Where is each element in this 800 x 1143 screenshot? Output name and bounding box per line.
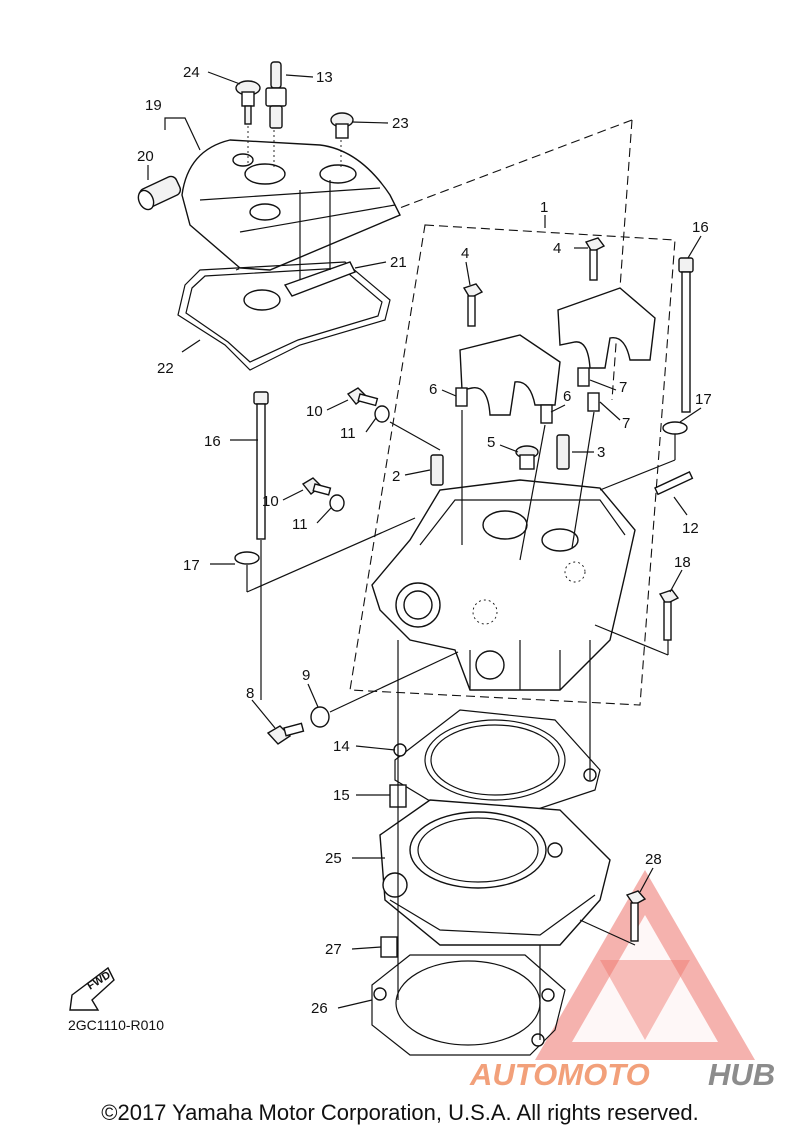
callout-10b: 10 bbox=[262, 493, 279, 510]
cover-plate bbox=[283, 261, 356, 297]
drawing-code: 2GC1110-R010 bbox=[68, 1017, 164, 1033]
callout-12: 12 bbox=[682, 520, 699, 537]
callout-17a: 17 bbox=[183, 557, 200, 574]
bolt-8 bbox=[266, 722, 305, 745]
callout-19: 19 bbox=[145, 97, 162, 114]
callout-11a: 11 bbox=[340, 425, 356, 442]
callout-26: 26 bbox=[311, 1000, 328, 1017]
cylinder-head-cover bbox=[181, 139, 401, 271]
callout-21: 21 bbox=[390, 254, 407, 271]
cap-plug-23 bbox=[330, 112, 354, 139]
callout-10a: 10 bbox=[306, 403, 323, 420]
callout-17b: 17 bbox=[695, 391, 712, 408]
spark-plug bbox=[265, 61, 287, 129]
callout-23: 23 bbox=[392, 115, 409, 132]
callout-7a: 7 bbox=[619, 379, 627, 396]
dowel-pin bbox=[577, 367, 590, 387]
callout-27: 27 bbox=[325, 941, 342, 958]
callout-2: 2 bbox=[392, 468, 400, 485]
breather-fitting bbox=[137, 175, 182, 211]
camshaft-cap-left bbox=[459, 334, 561, 416]
cap-bolt bbox=[584, 237, 606, 281]
bolt-18 bbox=[658, 589, 680, 641]
valve-guide-2 bbox=[430, 454, 444, 486]
dowel-pin bbox=[587, 392, 600, 412]
head-cover-gasket bbox=[177, 261, 391, 371]
bolt-10-lower bbox=[301, 477, 332, 496]
callout-9: 9 bbox=[302, 667, 310, 684]
head-gasket bbox=[393, 709, 601, 816]
callout-16a: 16 bbox=[204, 433, 221, 450]
stud-bolt-16-left bbox=[253, 391, 269, 540]
callout-4b: 4 bbox=[553, 240, 561, 257]
cylinder-head bbox=[371, 479, 636, 691]
cap-bolt bbox=[462, 283, 484, 327]
callout-1: 1 bbox=[540, 199, 548, 216]
automotohub-logo bbox=[535, 870, 755, 1060]
callout-25: 25 bbox=[325, 850, 342, 867]
wordmark-part2: HUB bbox=[708, 1057, 775, 1092]
base-gasket bbox=[371, 954, 566, 1056]
callout-4a: 4 bbox=[461, 245, 469, 262]
automotohub-wordmark: AUTOMOTO HUB bbox=[469, 1057, 775, 1092]
callout-14: 14 bbox=[333, 738, 350, 755]
dowel-pin bbox=[540, 404, 553, 424]
callout-18: 18 bbox=[674, 554, 691, 571]
washer-11-upper bbox=[374, 405, 390, 423]
callout-13: 13 bbox=[316, 69, 333, 86]
dowel-27 bbox=[380, 936, 398, 958]
callout-20: 20 bbox=[137, 148, 154, 165]
stud-bolt-16-right bbox=[678, 257, 694, 413]
cap-plug-24 bbox=[235, 80, 261, 125]
washer-17-right bbox=[662, 421, 688, 435]
bolt-28 bbox=[625, 890, 647, 942]
callout-16b: 16 bbox=[692, 219, 709, 236]
washer-11-lower bbox=[329, 494, 345, 512]
valve-guide-3 bbox=[556, 434, 570, 470]
fwd-arrow-icon: FWD bbox=[69, 966, 115, 1011]
callout-11b: 11 bbox=[292, 516, 308, 533]
washer-17-left bbox=[234, 551, 260, 565]
wordmark-part1: AUTOMOTO bbox=[469, 1057, 650, 1092]
camshaft-cap-right bbox=[557, 287, 656, 369]
dowel-pin bbox=[455, 387, 468, 407]
callout-3: 3 bbox=[597, 444, 605, 461]
callout-28: 28 bbox=[645, 851, 662, 868]
copyright-notice: ©2017 Yamaha Motor Corporation, U.S.A. A… bbox=[101, 1100, 699, 1125]
callout-8: 8 bbox=[246, 685, 254, 702]
callout-24: 24 bbox=[183, 64, 200, 81]
stud-12 bbox=[654, 471, 694, 496]
callout-22: 22 bbox=[157, 360, 174, 377]
bolt-10-upper bbox=[346, 387, 379, 407]
callout-labels: 1 2 3 4 4 5 6 6 7 7 8 9 10 11 10 11 12 1… bbox=[137, 64, 712, 1017]
callout-15: 15 bbox=[333, 787, 350, 804]
callout-5: 5 bbox=[487, 434, 495, 451]
cylinder bbox=[379, 799, 611, 946]
leader-lines bbox=[147, 71, 702, 1040]
callout-6a: 6 bbox=[429, 381, 437, 398]
washer-9 bbox=[310, 706, 330, 728]
callout-6b: 6 bbox=[563, 388, 571, 405]
plug-5 bbox=[515, 445, 539, 470]
callout-7b: 7 bbox=[622, 415, 630, 432]
